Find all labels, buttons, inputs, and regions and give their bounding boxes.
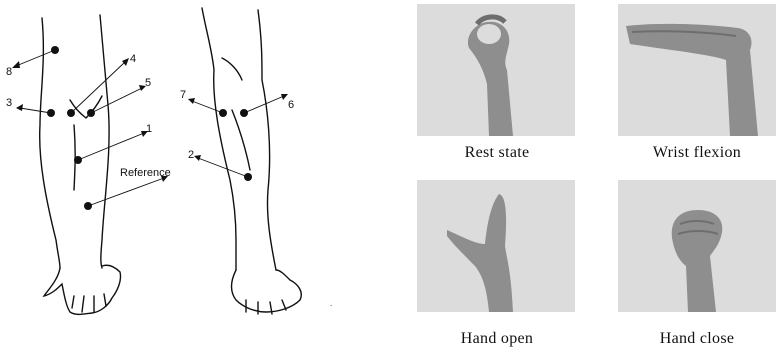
caption-wrist-flexion: Wrist flexion (612, 144, 780, 162)
electrode-label-4: 4 (130, 53, 136, 65)
gesture-photo-hand-open (417, 180, 575, 312)
electrode-label-2: 2 (188, 149, 194, 161)
stray-dot: . (330, 299, 332, 308)
gesture-photo-rest-state (417, 4, 575, 136)
electrode-label-5: 5 (145, 77, 151, 89)
right-forearm-outline-right (258, 10, 276, 270)
gesture-photo-wrist-flexion (618, 4, 776, 136)
electrode-label-1: 1 (146, 123, 152, 135)
caption-rest-state: Rest state (412, 144, 582, 162)
electrode-label-3: 3 (6, 97, 12, 109)
electrode-label-7: 7 (180, 89, 186, 101)
electrode-placement-diagram: 8 3 4 5 1 Reference 7 6 2 . (0, 0, 390, 355)
right-hand-outline (232, 270, 302, 312)
reference-label: Reference (120, 167, 171, 179)
electrode-label-8: 8 (6, 66, 12, 78)
caption-hand-open: Hand open (412, 330, 582, 348)
left-forearm-outline-right (100, 15, 109, 268)
electrode-label-6: 6 (288, 99, 294, 111)
caption-hand-close: Hand close (612, 330, 780, 348)
right-forearm-outline (202, 8, 236, 270)
gesture-photo-hand-close (618, 180, 776, 312)
